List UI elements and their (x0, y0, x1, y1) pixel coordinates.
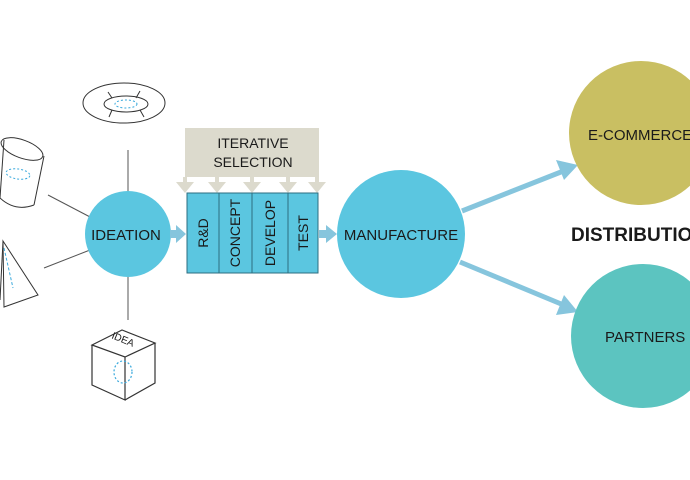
stage-rnd[interactable] (186, 192, 220, 274)
ideation-label: IDEATION (91, 227, 161, 244)
manufacture-label: MANUFACTURE (344, 227, 458, 244)
torus-icon (82, 82, 166, 124)
partners-label: PARTNERS (605, 329, 685, 346)
selection-arrow-2 (208, 182, 226, 193)
stage-develop-label: DEVELOP (262, 200, 278, 266)
pyramid-icon (0, 239, 39, 308)
ecommerce-node[interactable] (569, 61, 690, 205)
stage-test[interactable] (287, 192, 319, 274)
stage-concept-label: CONCEPT (227, 198, 243, 267)
arrow-to-ecommerce (461, 160, 578, 214)
ecommerce-label: E-COMMERCE (588, 127, 690, 144)
manufacture-node[interactable] (337, 170, 465, 298)
selection-arrow-4 (279, 182, 297, 193)
cylinder-icon (0, 137, 45, 208)
iterative-selection-line1: ITERATIVE (217, 135, 288, 151)
ideation-node[interactable] (85, 191, 171, 277)
idea-cube-icon (90, 329, 157, 401)
partners-node[interactable] (571, 264, 690, 408)
stage-test-label: TEST (295, 215, 311, 251)
connector-line-cylinder (47, 194, 93, 219)
distribution-label: DISTRIBUTION (571, 225, 690, 246)
arrow-ideation-to-stages (170, 225, 186, 243)
iterative-selection-line2: SELECTION (213, 154, 292, 170)
connector-line-pyramid (43, 249, 91, 269)
selection-arrow-5 (308, 182, 326, 193)
arrow-to-partners (459, 259, 578, 315)
stage-rnd-label: R&D (195, 218, 211, 248)
stages-block: R&D CONCEPT DEVELOP TEST (186, 192, 319, 274)
selection-arrow-3 (243, 182, 261, 193)
iterative-selection-box[interactable] (185, 128, 319, 177)
arrow-stages-to-manufacture (319, 225, 337, 243)
selection-arrow-1 (176, 182, 194, 193)
selection-feedback-arrows (176, 177, 326, 193)
